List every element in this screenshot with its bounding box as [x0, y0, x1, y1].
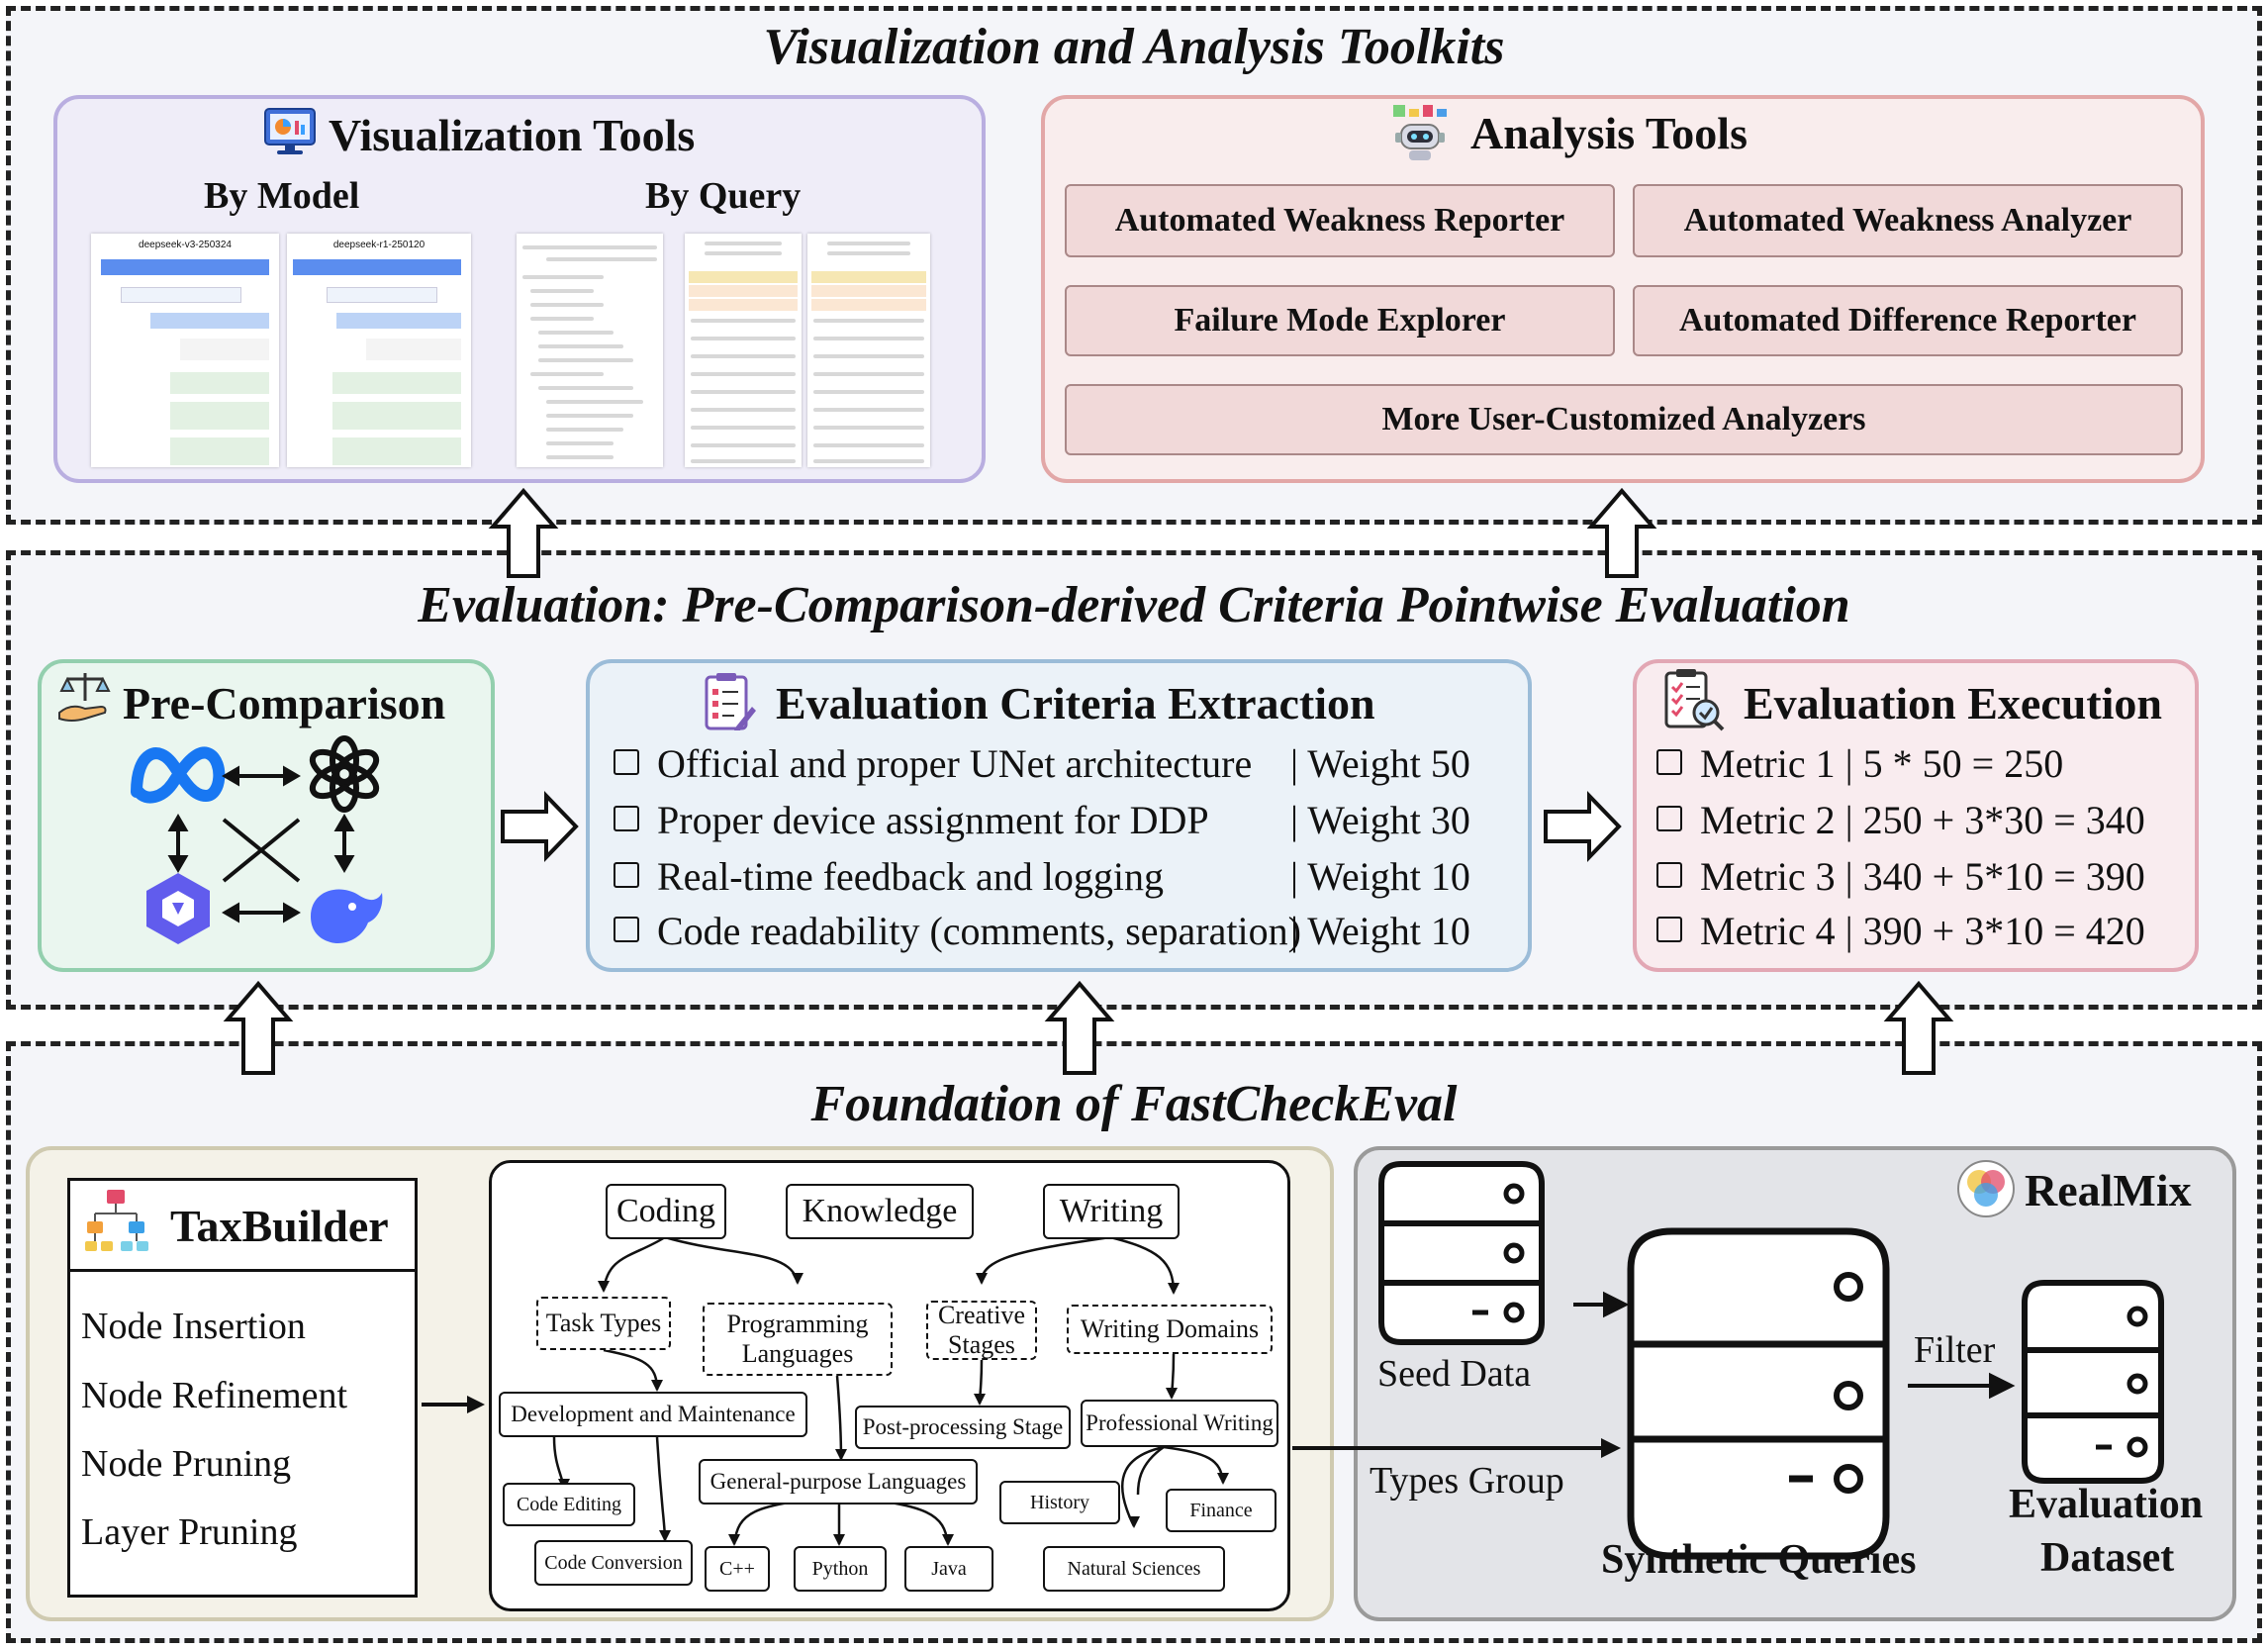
- meta-logo-icon: [131, 746, 226, 804]
- arrow-right: [1544, 791, 1623, 862]
- evaluation-section-title: Evaluation: Pre-Comparison-derived Crite…: [418, 577, 1850, 633]
- tree-node-coding: Coding: [606, 1184, 726, 1239]
- automated-weakness-analyzer-button[interactable]: Automated Weakness Analyzer: [1633, 184, 2183, 257]
- arrow-up: [488, 487, 559, 578]
- monitor-chart-icon: [263, 107, 317, 156]
- query-ranking-thumbnail-1[interactable]: [685, 234, 802, 467]
- criterion-item: Real-time feedback and logging: [614, 853, 1164, 900]
- evaluation-dataset-label-line1: Evaluation: [2009, 1482, 2204, 1527]
- tree-node-natural-sciences: Natural Sciences: [1043, 1546, 1225, 1592]
- taxbuilder-op: Node Insertion: [81, 1306, 306, 1347]
- venn-icon: [1955, 1158, 2017, 1219]
- tree-node-python: Python: [794, 1546, 887, 1592]
- criterion-item: Official and proper UNet architecture: [614, 740, 1252, 787]
- analysis-tools-title: Analysis Tools: [1470, 108, 1748, 158]
- tree-node-writing: Writing: [1043, 1184, 1180, 1239]
- filter-label: Filter: [1914, 1329, 1996, 1371]
- pre-comparison-title: Pre-Comparison: [123, 678, 446, 728]
- openai-logo-icon: [309, 735, 380, 813]
- automated-difference-reporter-button[interactable]: Automated Difference Reporter: [1633, 285, 2183, 356]
- criterion-item: Code readability (comments, separation): [614, 908, 1301, 954]
- taxbuilder-divider: [67, 1269, 418, 1272]
- foundation-section-title: Foundation of FastCheckEval: [810, 1076, 1458, 1132]
- evaluation-dataset-label-line2: Dataset: [2040, 1535, 2175, 1581]
- hierarchy-icon: [81, 1186, 150, 1255]
- tree-node-java: Java: [904, 1546, 993, 1592]
- metric-item: Metric 4 | 390 + 3*10 = 420: [1656, 908, 2145, 954]
- deepseek-logo-icon: [311, 889, 383, 944]
- tree-node-general-purpose-languages: General-purpose Languages: [699, 1459, 978, 1504]
- tree-node-post-processing-stage: Post-processing Stage: [855, 1406, 1071, 1449]
- thumbnail-model-name: deepseek-v3-250324: [139, 240, 232, 250]
- tree-node-writing-domains: Writing Domains: [1067, 1305, 1273, 1354]
- arrow-right: [1292, 1433, 1623, 1463]
- arrow-up: [223, 980, 294, 1075]
- taxbuilder-op: Node Pruning: [81, 1443, 292, 1485]
- checkbox[interactable]: [1656, 862, 1682, 888]
- arrow-right: [501, 791, 580, 862]
- checkbox[interactable]: [614, 749, 639, 775]
- thumbnail-model-name: deepseek-r1-250120: [332, 240, 425, 250]
- checkbox[interactable]: [1656, 749, 1682, 775]
- tree-node-development-maintenance: Development and Maintenance: [499, 1392, 807, 1437]
- clipboard-checklist-icon: [701, 671, 758, 732]
- tree-node-knowledge: Knowledge: [786, 1184, 974, 1239]
- checkbox[interactable]: [614, 917, 639, 942]
- model-view-thumbnail-1[interactable]: deepseek-v3-250324: [91, 234, 279, 467]
- failure-mode-explorer-button[interactable]: Failure Mode Explorer: [1065, 285, 1615, 356]
- visualization-tools-title: Visualization Tools: [329, 110, 696, 160]
- tree-node-professional-writing: Professional Writing: [1081, 1400, 1278, 1447]
- toolkits-section-title: Visualization and Analysis Toolkits: [763, 19, 1505, 75]
- tree-node-code-editing: Code Editing: [503, 1483, 635, 1526]
- criterion-weight: | Weight 10: [1290, 854, 1470, 899]
- metric-item: Metric 2 | 250 + 3*30 = 340: [1656, 797, 2145, 843]
- evaluation-execution-title: Evaluation Execution: [1744, 678, 2163, 728]
- tree-node-history: History: [999, 1481, 1120, 1524]
- criterion-item: Proper device assignment for DDP: [614, 797, 1209, 843]
- taxbuilder-op: Node Refinement: [81, 1375, 348, 1416]
- by-query-label: By Query: [645, 175, 802, 217]
- model-logos-grid: [129, 732, 396, 960]
- arrow-up: [1586, 487, 1657, 578]
- arrow-up: [1883, 980, 1954, 1075]
- synthetic-queries-label: Synthetic Queries: [1601, 1537, 1917, 1583]
- checkbox[interactable]: [1656, 917, 1682, 942]
- arrow-up: [1044, 980, 1115, 1075]
- criteria-extraction-title: Evaluation Criteria Extraction: [776, 678, 1375, 728]
- query-ranking-thumbnail-2[interactable]: [807, 234, 930, 467]
- automated-weakness-reporter-button[interactable]: Automated Weakness Reporter: [1065, 184, 1615, 257]
- criterion-weight: | Weight 50: [1290, 741, 1470, 786]
- criterion-weight: | Weight 30: [1290, 798, 1470, 842]
- checkbox[interactable]: [614, 862, 639, 888]
- model-view-thumbnail-2[interactable]: deepseek-r1-250120: [287, 234, 471, 467]
- more-user-customized-analyzers-button[interactable]: More User-Customized Analyzers: [1065, 384, 2183, 455]
- types-group-label: Types Group: [1370, 1460, 1564, 1502]
- metric-item: Metric 3 | 340 + 5*10 = 390: [1656, 853, 2145, 900]
- scales-hand-icon: [55, 667, 115, 727]
- seed-data-label: Seed Data: [1377, 1353, 1532, 1395]
- tree-node-programming-languages: Programming Languages: [703, 1303, 893, 1376]
- tree-node-finance: Finance: [1166, 1489, 1276, 1532]
- checkbox[interactable]: [1656, 806, 1682, 831]
- tree-node-task-types: Task Types: [536, 1297, 671, 1350]
- arrow-right: [420, 1390, 487, 1419]
- query-tree-thumbnail[interactable]: [517, 234, 663, 467]
- tree-node-creative-stages: Creative Stages: [926, 1301, 1037, 1360]
- by-model-label: By Model: [204, 175, 360, 217]
- realmix-title: RealMix: [2025, 1165, 2192, 1215]
- metric-item: Metric 1 | 5 * 50 = 250: [1656, 740, 2063, 787]
- evaluation-execution-panel: [1633, 659, 2199, 972]
- taxbuilder-op: Layer Pruning: [81, 1511, 298, 1553]
- robot-icon: [1387, 99, 1453, 164]
- criterion-weight: | Weight 10: [1290, 909, 1470, 953]
- taxbuilder-title: TaxBuilder: [170, 1201, 389, 1251]
- checkbox[interactable]: [614, 806, 639, 831]
- checklist-magnifier-icon: [1662, 667, 1726, 732]
- pre-comparison-panel: [38, 659, 495, 972]
- qwen-logo-icon: [146, 873, 210, 944]
- tree-node-cpp: C++: [705, 1546, 770, 1592]
- tree-node-code-conversion: Code Conversion: [534, 1540, 693, 1586]
